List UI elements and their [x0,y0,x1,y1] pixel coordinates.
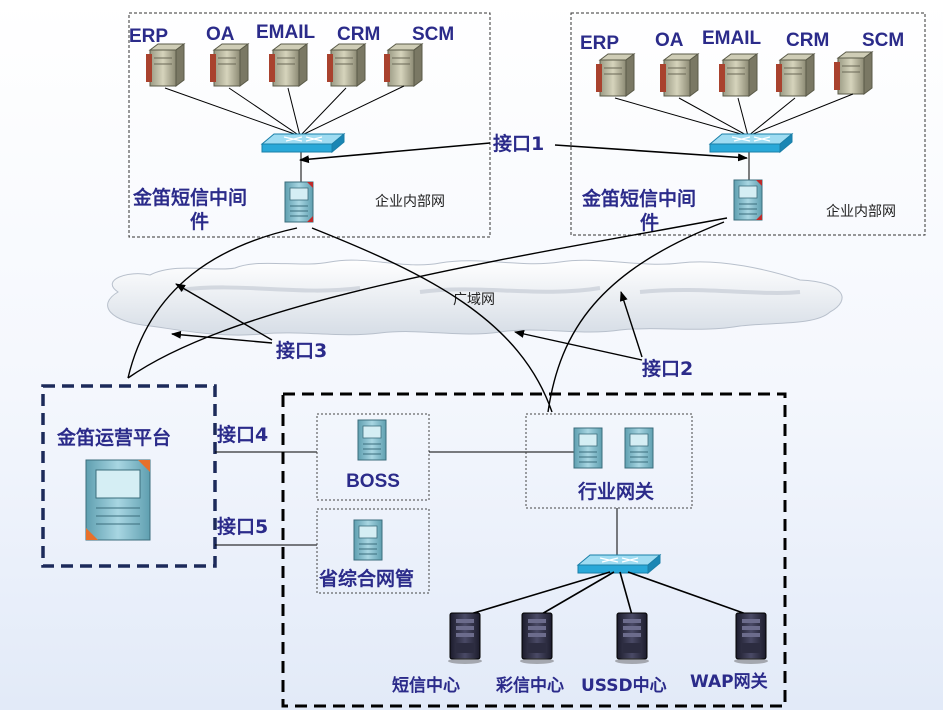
mms-center-label: 彩信中心 [495,675,564,696]
operator-domain-boundary [281,392,787,708]
network-label-left: 企业内部网 [375,193,445,210]
server-icon-erp [595,53,635,97]
province-nms-boundary [316,508,430,594]
boss-label: BOSS [346,471,400,492]
ussd-center-server-icon [614,612,650,665]
ussd-center-node: USSD中心 [581,612,667,696]
interface-5-link: 接口5 [215,516,317,546]
interface-5-label: 接口5 [217,516,268,538]
server-icon-erp [145,43,185,87]
gateway-server-icon-2 [624,427,654,469]
server-icon-email [718,53,758,97]
server-icon-scm [833,51,873,95]
wap-gateway-label: WAP网关 [690,671,768,692]
switch-icon-left [261,133,345,153]
interface-3-label: 接口3 [276,340,327,362]
wap-gateway-server-icon [733,612,769,665]
interface-2-label: 接口2 [642,358,693,380]
wan-links [127,217,728,413]
mms-center-server-icon [519,612,555,665]
switch-icon-right [709,133,793,153]
server-icon-scm [383,43,423,87]
app-label-crm: CRM [786,30,829,51]
gateway-server-icon-1 [573,427,603,469]
app-label-scm: SCM [862,30,904,51]
interface-3-link: 接口3 [171,283,327,362]
app-label-email: EMAIL [702,28,762,49]
platform-label: 金笛运营平台 [56,426,171,449]
middleware-label-left-line2: 件 [190,210,209,233]
app-links-left [164,85,405,182]
industry-gateway-node: 行业网关 [525,413,693,509]
middleware-server-icon-right [733,179,763,221]
network-label-right: 企业内部网 [826,203,896,220]
app-label-oa: OA [206,24,235,45]
interface-4-label: 接口4 [217,424,268,446]
sms-center-node: 短信中心 [392,612,483,696]
platform-boundary [41,384,217,568]
wan-cloud: 广域网 [107,259,843,336]
middleware-server-icon-left [284,181,314,223]
boss-boundary [316,413,430,501]
enterprise-left: ERP OA EMAIL CRM SCM 金笛短信中间 件 企业内部网 [128,12,491,238]
app-label-crm: CRM [337,24,380,45]
middleware-label-left-line1: 金笛短信中间 [132,186,247,209]
sms-center-label: 短信中心 [392,675,460,696]
boss-node: BOSS [316,413,430,501]
server-icon-oa [659,53,699,97]
switch-icon-operator [577,554,661,574]
middleware-label-right-line1: 金笛短信中间 [581,187,696,210]
province-nms-server-icon [353,519,383,561]
interface-1-label: 接口1 [493,133,544,155]
sms-center-server-icon [447,612,483,665]
mms-center-node: 彩信中心 [495,612,564,696]
app-label-oa: OA [655,30,684,51]
app-label-email: EMAIL [256,22,316,43]
interface-4-link: 接口4 [215,424,317,453]
boss-server-icon [357,419,387,461]
wan-label: 广域网 [453,292,495,308]
middleware-label-right-line2: 件 [640,211,659,234]
interface-2-link: 接口2 [514,291,693,380]
server-icon-oa [209,43,249,87]
enterprise-left-boundary [128,12,491,238]
platform-box: 金笛运营平台 [41,384,217,568]
industry-gateway-boundary [525,413,693,509]
platform-server-icon [85,459,151,541]
interface-1-link: 接口1 [299,133,748,164]
industry-gateway-label: 行业网关 [577,480,654,503]
province-nms-node: 省综合网管 [316,508,430,594]
wap-gateway-node: WAP网关 [690,612,769,692]
app-links-right [614,93,854,180]
app-label-erp: ERP [129,26,168,47]
server-icon-crm [775,53,815,97]
app-label-scm: SCM [412,24,454,45]
enterprise-right: ERP OA EMAIL CRM SCM 金笛短信中间 件 企业内部网 [570,12,926,236]
app-label-erp: ERP [580,33,619,54]
enterprise-right-boundary [570,12,926,236]
center-links [466,571,750,616]
server-icon-email [268,43,308,87]
server-icon-crm [326,43,366,87]
province-nms-label: 省综合网管 [318,567,414,590]
ussd-center-label: USSD中心 [581,675,667,696]
